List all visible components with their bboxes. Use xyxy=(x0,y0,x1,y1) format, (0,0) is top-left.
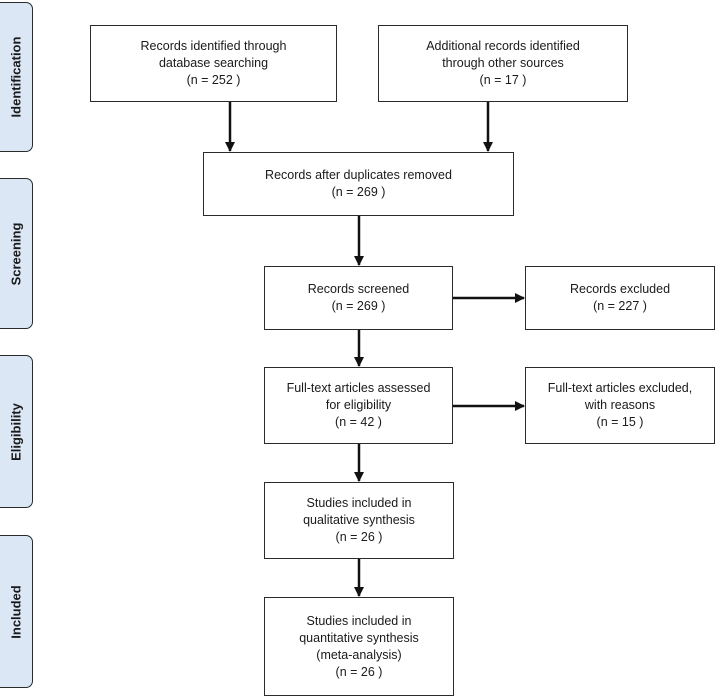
box-count: (n = 42 ) xyxy=(335,415,382,429)
box-fulltext-assessed: Full-text articles assessed for eligibil… xyxy=(264,367,453,444)
box-qualitative-synthesis: Studies included in qualitative synthesi… xyxy=(264,482,454,559)
box-count: (n = 227 ) xyxy=(593,299,647,313)
box-text-line: qualitative synthesis xyxy=(303,513,415,527)
stage-included-label: Included xyxy=(8,584,24,639)
box-count: (n = 269 ) xyxy=(331,299,386,313)
stage-identification: Identification xyxy=(0,2,33,152)
box-text-line: with reasons xyxy=(584,398,656,412)
stage-eligibility-label: Eligibility xyxy=(8,402,24,461)
stage-included: Included xyxy=(0,535,33,688)
box-records-screened: Records screened (n = 269 ) xyxy=(264,266,453,330)
box-records-excluded: Records excluded (n = 227 ) xyxy=(525,266,715,330)
box-text-line: Records screened xyxy=(307,282,410,296)
stage-screening-label: Screening xyxy=(8,222,24,285)
box-count: (n = 15 ) xyxy=(596,415,644,429)
stage-eligibility: Eligibility xyxy=(0,355,33,508)
box-text-line: quantitative synthesis xyxy=(299,630,419,645)
box-count: (n = 26 ) xyxy=(335,530,383,544)
box-text-line: through other sources xyxy=(442,56,564,70)
stage-screening: Screening xyxy=(0,178,33,329)
box-text-line: Studies included in xyxy=(306,613,412,628)
stage-identification-label: Identification xyxy=(8,36,24,118)
box-text-line: Studies included in xyxy=(306,496,412,510)
box-text-line: Full-text articles assessed xyxy=(286,381,431,395)
box-count: (n = 252 ) xyxy=(186,73,241,87)
box-quantitative-synthesis: Studies included in quantitative synthes… xyxy=(264,597,454,696)
box-other-sources: Additional records identified through ot… xyxy=(378,25,628,102)
box-text-line: Records excluded xyxy=(569,282,671,296)
box-database-search: Records identified through database sear… xyxy=(90,25,337,102)
box-text-line: for eligibility xyxy=(325,398,392,412)
box-text-line: (meta-analysis) xyxy=(316,647,402,662)
box-text-line: Full-text articles excluded, xyxy=(547,381,693,395)
box-count: (n = 26 ) xyxy=(335,664,383,679)
box-text-line: database searching xyxy=(158,56,269,70)
box-fulltext-excluded: Full-text articles excluded, with reason… xyxy=(525,367,715,444)
box-duplicates-removed: Records after duplicates removed (n = 26… xyxy=(203,152,514,216)
box-text-line: Records identified through xyxy=(140,39,287,53)
box-count: (n = 269 ) xyxy=(331,185,386,199)
box-text-line: Additional records identified xyxy=(426,39,580,53)
box-count: (n = 17 ) xyxy=(479,73,527,87)
box-text-line: Records after duplicates removed xyxy=(265,168,452,182)
